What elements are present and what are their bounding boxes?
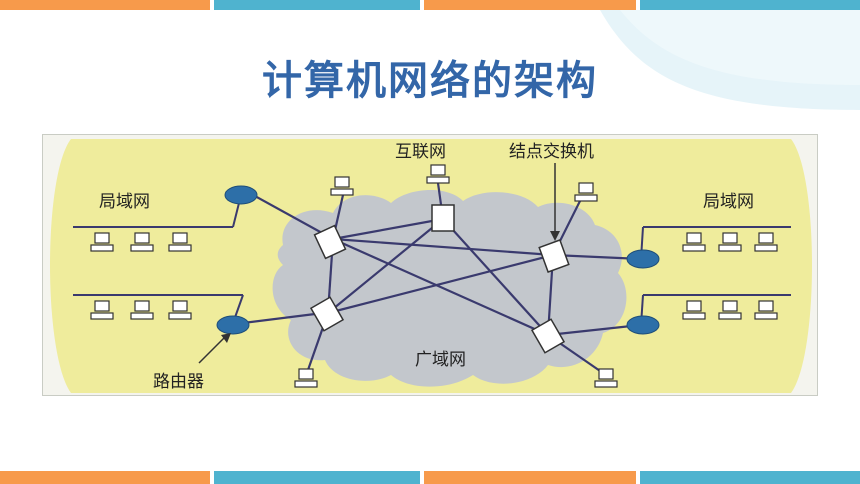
- node-switch: [309, 296, 345, 332]
- computer: [94, 232, 110, 244]
- computer: [134, 232, 150, 244]
- computer: [722, 232, 738, 244]
- label-lan-left: 局域网: [99, 192, 150, 212]
- bottom-bar-orange-right: [424, 471, 636, 484]
- router: [216, 315, 250, 335]
- router: [626, 315, 660, 335]
- node-switch: [530, 318, 566, 354]
- router: [224, 185, 258, 205]
- computer: [598, 368, 614, 380]
- computer: [758, 232, 774, 244]
- label-wan: 广域网: [415, 350, 466, 370]
- bottom-bar-orange-left: [0, 471, 210, 484]
- node-switch: [431, 204, 455, 232]
- label-router: 路由器: [153, 372, 204, 392]
- label-node-switch: 结点交换机: [509, 142, 594, 162]
- computer: [722, 300, 738, 312]
- node-switch: [313, 224, 347, 260]
- computer: [334, 176, 350, 188]
- bottom-bar-blue-right: [640, 471, 860, 484]
- node-switches: [309, 204, 570, 354]
- computer: [686, 300, 702, 312]
- computer: [172, 232, 188, 244]
- label-lan-right: 局域网: [703, 192, 754, 212]
- top-bar-blue-left: [214, 0, 420, 10]
- computers: [90, 164, 778, 388]
- arrow-head: [550, 231, 560, 241]
- top-bar-blue-right: [640, 0, 860, 10]
- computer: [298, 368, 314, 380]
- computer: [758, 300, 774, 312]
- computer: [686, 232, 702, 244]
- routers: [216, 185, 660, 335]
- computer: [134, 300, 150, 312]
- computer: [94, 300, 110, 312]
- router: [626, 249, 660, 269]
- network-diagram: 互联网 结点交换机 局域网 局域网 广域网 路由器: [42, 134, 818, 396]
- computer: [578, 182, 594, 194]
- network-diagram-svg: 互联网 结点交换机 局域网 局域网 广域网 路由器: [50, 139, 812, 393]
- bottom-bar-blue-left: [214, 471, 420, 484]
- computer: [430, 164, 446, 176]
- arrow-router: [198, 336, 226, 364]
- page-title: 计算机网络的架构: [262, 58, 598, 104]
- top-bar-orange-left: [0, 0, 210, 10]
- label-internet: 互联网: [395, 142, 446, 162]
- top-bar-orange-right: [424, 0, 636, 10]
- computer: [172, 300, 188, 312]
- arrow-head: [221, 333, 231, 343]
- node-switch: [538, 239, 570, 273]
